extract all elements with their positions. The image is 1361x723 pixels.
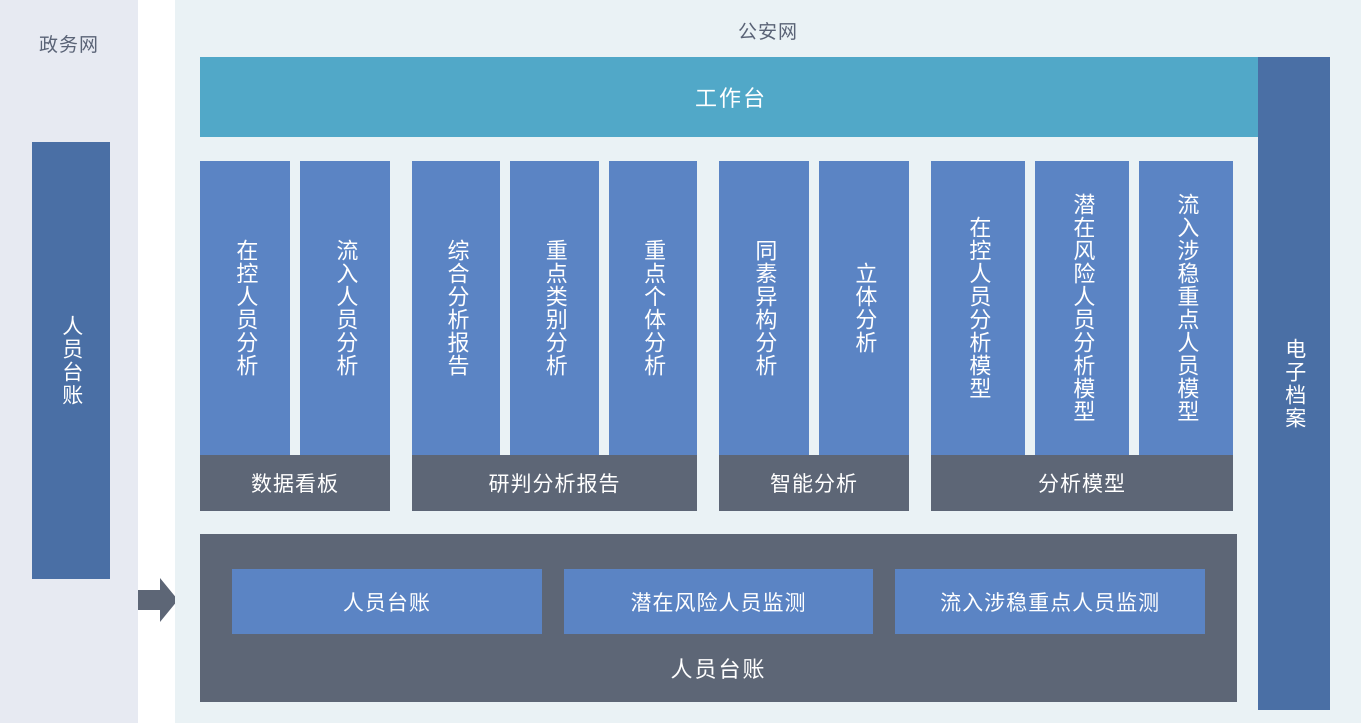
main-network-panel: 公安网 工作台 电子档案 在控人员分析 流入人员分析 数据看板 <box>175 0 1361 723</box>
group-label: 研判分析报告 <box>412 455 697 511</box>
left-network-panel: 政务网 人员台账 <box>0 0 138 723</box>
ledger-card[interactable]: 潜在风险人员监测 <box>563 569 874 634</box>
ledger-card-label: 人员台账 <box>342 591 431 615</box>
ledger-card-row: 人员台账 潜在风险人员监测 流入涉稳重点人员监测 <box>232 569 1206 634</box>
group-label: 智能分析 <box>719 455 909 511</box>
column-label: 在控人员分析 <box>233 239 259 377</box>
electronic-archive-block[interactable]: 电子档案 <box>1258 57 1330 710</box>
ledger-card[interactable]: 人员台账 <box>232 569 542 634</box>
ledger-card-label: 流入涉稳重点人员监测 <box>940 591 1161 615</box>
column-label: 重点类别分析 <box>542 239 568 377</box>
left-personnel-ledger-block[interactable]: 人员台账 <box>32 142 110 579</box>
group-columns: 在控人员分析 流入人员分析 <box>200 161 390 455</box>
group-data-dashboard: 在控人员分析 流入人员分析 数据看板 <box>200 161 390 511</box>
group-analysis-model: 在控人员分析模型 潜在风险人员分析模型 流入涉稳重点人员模型 分析模型 <box>931 161 1233 511</box>
ledger-card-label: 潜在风险人员监测 <box>630 591 807 615</box>
column-label: 重点个体分析 <box>641 239 667 377</box>
column-label: 立体分析 <box>852 262 878 354</box>
workbench-label: 工作台 <box>694 86 767 111</box>
group-analysis-report: 综合分析报告 重点类别分析 重点个体分析 研判分析报告 <box>412 161 697 511</box>
column-card[interactable]: 流入人员分析 <box>300 161 390 455</box>
column-card[interactable]: 重点个体分析 <box>608 161 697 455</box>
ledger-card[interactable]: 流入涉稳重点人员监测 <box>895 569 1206 634</box>
group-intelligent-analysis: 同素异构分析 立体分析 智能分析 <box>719 161 909 511</box>
group-columns: 在控人员分析模型 潜在风险人员分析模型 流入涉稳重点人员模型 <box>931 161 1233 455</box>
column-card[interactable]: 流入涉稳重点人员模型 <box>1139 161 1233 455</box>
column-card[interactable]: 重点类别分析 <box>510 161 599 455</box>
function-groups: 在控人员分析 流入人员分析 数据看板 综合分析报告 重点类别分析 <box>200 161 1262 511</box>
main-panel-title: 公安网 <box>737 22 798 43</box>
left-personnel-ledger-label: 人员台账 <box>59 314 83 407</box>
group-label: 数据看板 <box>200 455 390 511</box>
column-card[interactable]: 在控人员分析 <box>200 161 290 455</box>
electronic-archive-label: 电子档案 <box>1282 337 1306 430</box>
column-card[interactable]: 综合分析报告 <box>412 161 501 455</box>
column-label: 综合分析报告 <box>444 239 470 377</box>
column-card[interactable]: 潜在风险人员分析模型 <box>1035 161 1129 455</box>
group-label: 分析模型 <box>931 455 1233 511</box>
left-panel-title: 政务网 <box>38 35 99 56</box>
column-label: 潜在风险人员分析模型 <box>1070 193 1096 423</box>
column-label: 同素异构分析 <box>752 239 778 377</box>
column-card[interactable]: 在控人员分析模型 <box>931 161 1025 455</box>
column-label: 在控人员分析模型 <box>966 216 992 400</box>
group-columns: 综合分析报告 重点类别分析 重点个体分析 <box>412 161 697 455</box>
workbench-bar[interactable]: 工作台 <box>200 57 1262 137</box>
column-card[interactable]: 同素异构分析 <box>719 161 809 455</box>
personnel-ledger-panel: 人员台账 潜在风险人员监测 流入涉稳重点人员监测 人员台账 <box>200 534 1237 702</box>
group-columns: 同素异构分析 立体分析 <box>719 161 909 455</box>
arrow-right-icon <box>138 578 178 622</box>
ledger-panel-label: 人员台账 <box>670 657 767 682</box>
column-card[interactable]: 立体分析 <box>819 161 909 455</box>
column-label: 流入涉稳重点人员模型 <box>1174 193 1200 423</box>
column-label: 流入人员分析 <box>333 239 359 377</box>
